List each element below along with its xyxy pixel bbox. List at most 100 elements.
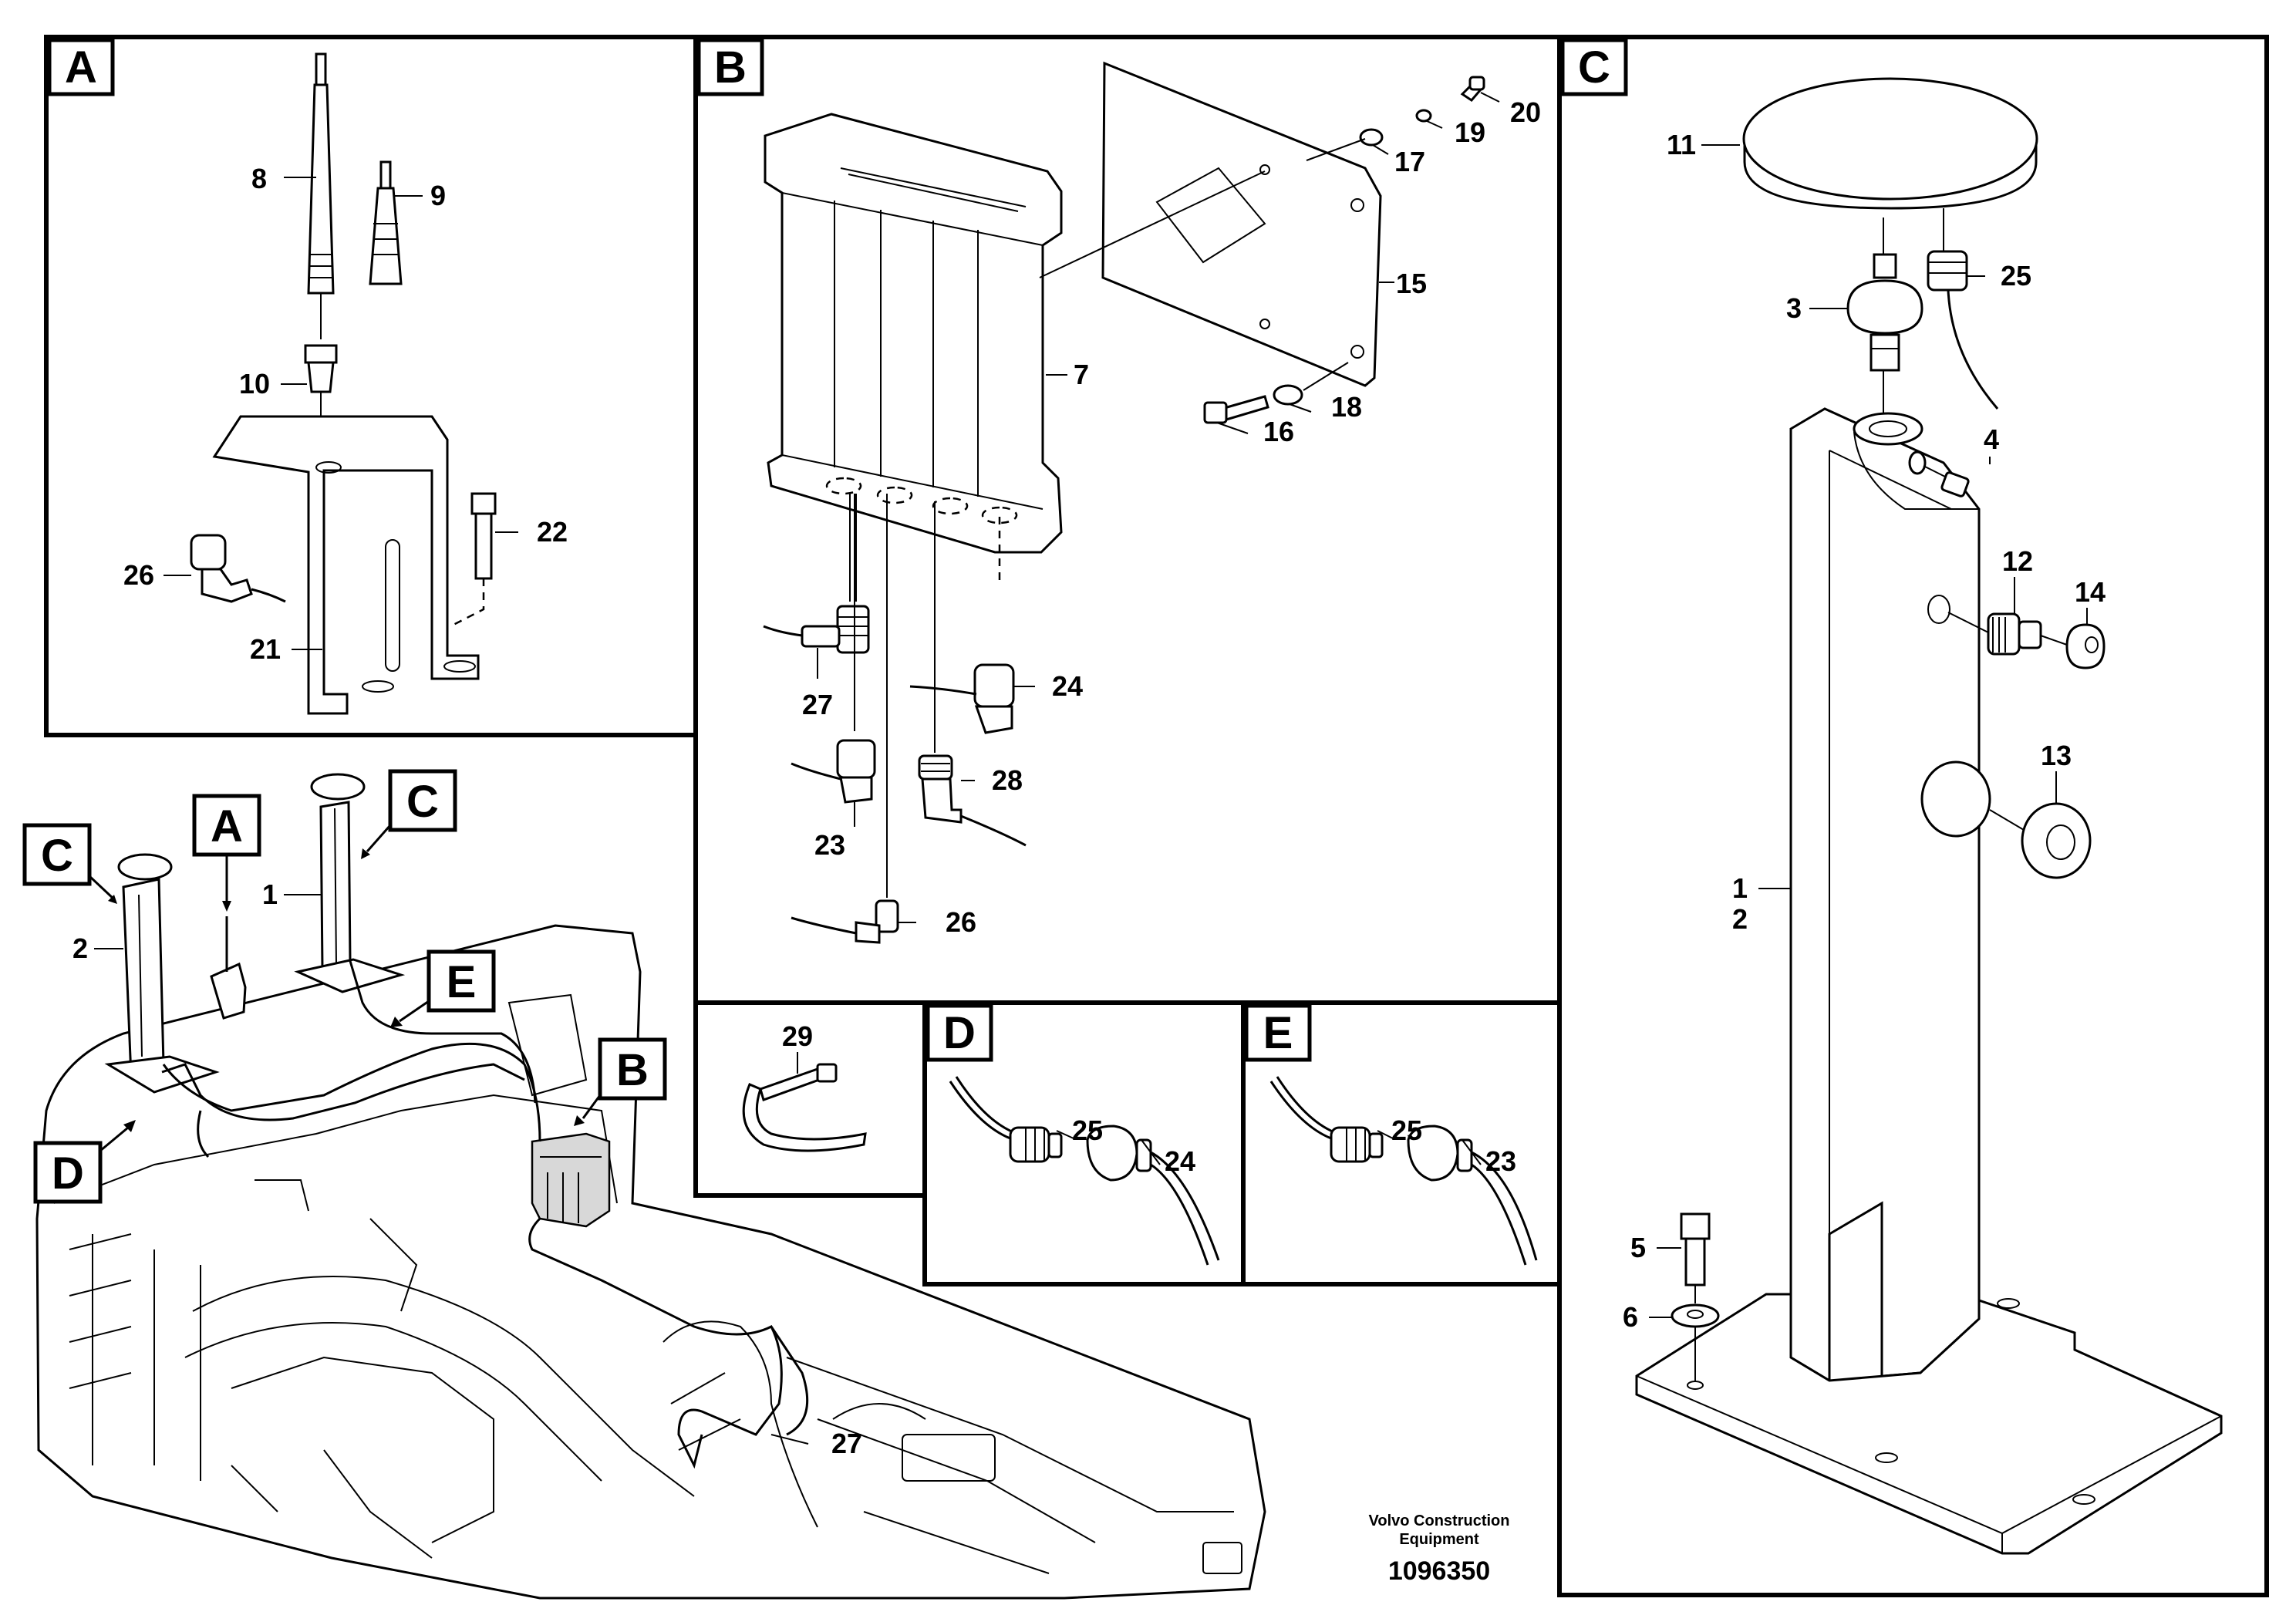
overview-cable-harness xyxy=(161,960,541,1158)
callout-11: 11 xyxy=(1667,129,1696,160)
svg-text:C: C xyxy=(41,831,73,881)
svg-text:B: B xyxy=(616,1045,649,1095)
bolt-22 xyxy=(450,492,497,628)
callout-27b: 27 xyxy=(802,689,833,720)
callout-24d: 24 xyxy=(1165,1145,1195,1177)
callout-9: 9 xyxy=(430,180,446,211)
callout-26b: 26 xyxy=(946,906,976,938)
panel-e-letter: E xyxy=(1244,1003,1312,1062)
panel-b-letter: B xyxy=(696,38,764,96)
overview-callout-1: 1 xyxy=(262,878,278,910)
overview-callout-2: 2 xyxy=(72,932,88,964)
panel-c-frame xyxy=(1557,35,2269,1597)
company-name-line1: Volvo Construction xyxy=(1369,1512,1510,1529)
antenna-stub xyxy=(369,160,403,285)
bolt-16 xyxy=(1203,395,1269,424)
callout-17: 17 xyxy=(1394,146,1425,177)
svg-text:B: B xyxy=(714,42,747,93)
callout-10: 10 xyxy=(239,368,270,400)
mast-base-plate xyxy=(1635,1293,2223,1555)
callout-4: 4 xyxy=(1984,423,1999,455)
cable-connector-26a xyxy=(190,534,286,603)
callout-26a: 26 xyxy=(123,559,154,591)
callout-25e: 25 xyxy=(1391,1114,1422,1146)
callout-18: 18 xyxy=(1331,391,1362,423)
callout-15: 15 xyxy=(1396,268,1427,299)
connector-26b xyxy=(791,899,899,944)
callout-3: 3 xyxy=(1786,292,1802,324)
overview-receiver xyxy=(531,1132,611,1228)
callout-8: 8 xyxy=(251,163,267,194)
lock-washer-19 xyxy=(1415,109,1432,123)
screw-20 xyxy=(1460,76,1485,102)
svg-text:A: A xyxy=(211,801,243,851)
company-name-line2: Equipment xyxy=(1399,1531,1479,1548)
callout-6: 6 xyxy=(1623,1301,1638,1333)
washer-18 xyxy=(1273,384,1303,406)
bolt-5 xyxy=(1680,1212,1711,1286)
callout-14: 14 xyxy=(2075,576,2106,608)
panel-c-letter: C xyxy=(1560,38,1628,96)
gnss-receiver-unit xyxy=(764,113,1063,554)
set-screw-4 xyxy=(1940,471,1970,497)
overview-cable-27 xyxy=(528,1217,809,1469)
cable-tie-29 xyxy=(742,1063,867,1152)
connector-23-elbow xyxy=(791,739,876,804)
washer-17 xyxy=(1359,128,1384,147)
mounting-mast-1-2 xyxy=(1789,407,1991,1382)
panel-a-frame xyxy=(44,35,698,737)
callout-28: 28 xyxy=(992,764,1023,796)
machine-cab-overview xyxy=(35,924,1266,1600)
callout-23e: 23 xyxy=(1485,1145,1516,1177)
overview-label-b: B xyxy=(598,1037,667,1101)
coax-connector-25c xyxy=(1927,250,1999,410)
overview-callout-27: 27 xyxy=(831,1428,862,1459)
callout-19: 19 xyxy=(1455,116,1485,148)
svg-text:D: D xyxy=(943,1008,976,1058)
callout-23: 23 xyxy=(814,829,845,861)
callout-24: 24 xyxy=(1052,670,1083,702)
overview-label-d: D xyxy=(33,1141,103,1204)
callout-29: 29 xyxy=(782,1020,813,1052)
overview-label-c-right: C xyxy=(388,769,457,832)
callout-2: 2 xyxy=(1732,903,1748,935)
svg-text:E: E xyxy=(1263,1008,1293,1058)
grommet-13 xyxy=(2021,802,2092,879)
overview-antenna-bracket xyxy=(210,916,247,1020)
overview-mast-right xyxy=(294,773,406,993)
panel-e-frame xyxy=(1241,1000,1562,1286)
mounting-plate-15 xyxy=(1101,61,1382,387)
svg-text:C: C xyxy=(406,777,439,827)
overview-label-c-left: C xyxy=(22,823,92,886)
antenna-whip xyxy=(307,52,335,295)
callout-13: 13 xyxy=(2041,740,2072,771)
callout-16: 16 xyxy=(1263,416,1294,447)
callout-21: 21 xyxy=(250,633,281,665)
svg-text:A: A xyxy=(65,42,97,93)
drawing-number: 1096350 xyxy=(1388,1556,1490,1586)
svg-text:E: E xyxy=(447,957,477,1007)
svg-text:C: C xyxy=(1578,42,1610,93)
bulkhead-connector-12 xyxy=(1987,612,2042,656)
connector-24-elbow xyxy=(909,663,1015,734)
callout-12: 12 xyxy=(2002,545,2033,577)
callout-7: 7 xyxy=(1074,359,1089,390)
antenna-adapter-3 xyxy=(1846,253,1923,372)
callout-20: 20 xyxy=(1510,96,1541,128)
antenna-mount-nut xyxy=(304,344,338,393)
panel-a-letter: A xyxy=(47,38,115,96)
panel-d-letter: D xyxy=(925,1003,993,1062)
callout-25c: 25 xyxy=(2001,260,2031,292)
callout-1: 1 xyxy=(1732,872,1748,904)
connector-27-elbow xyxy=(763,605,870,654)
overview-label-a: A xyxy=(192,794,261,857)
callout-25d: 25 xyxy=(1072,1114,1103,1146)
coax-joint-d xyxy=(949,1076,1220,1266)
gnss-antenna-dome-11 xyxy=(1742,77,2038,210)
antenna-bracket xyxy=(212,415,480,715)
svg-text:D: D xyxy=(52,1148,84,1199)
overview-label-e: E xyxy=(426,949,496,1013)
overview-mast-left xyxy=(104,853,220,1094)
washer-6 xyxy=(1671,1303,1720,1328)
